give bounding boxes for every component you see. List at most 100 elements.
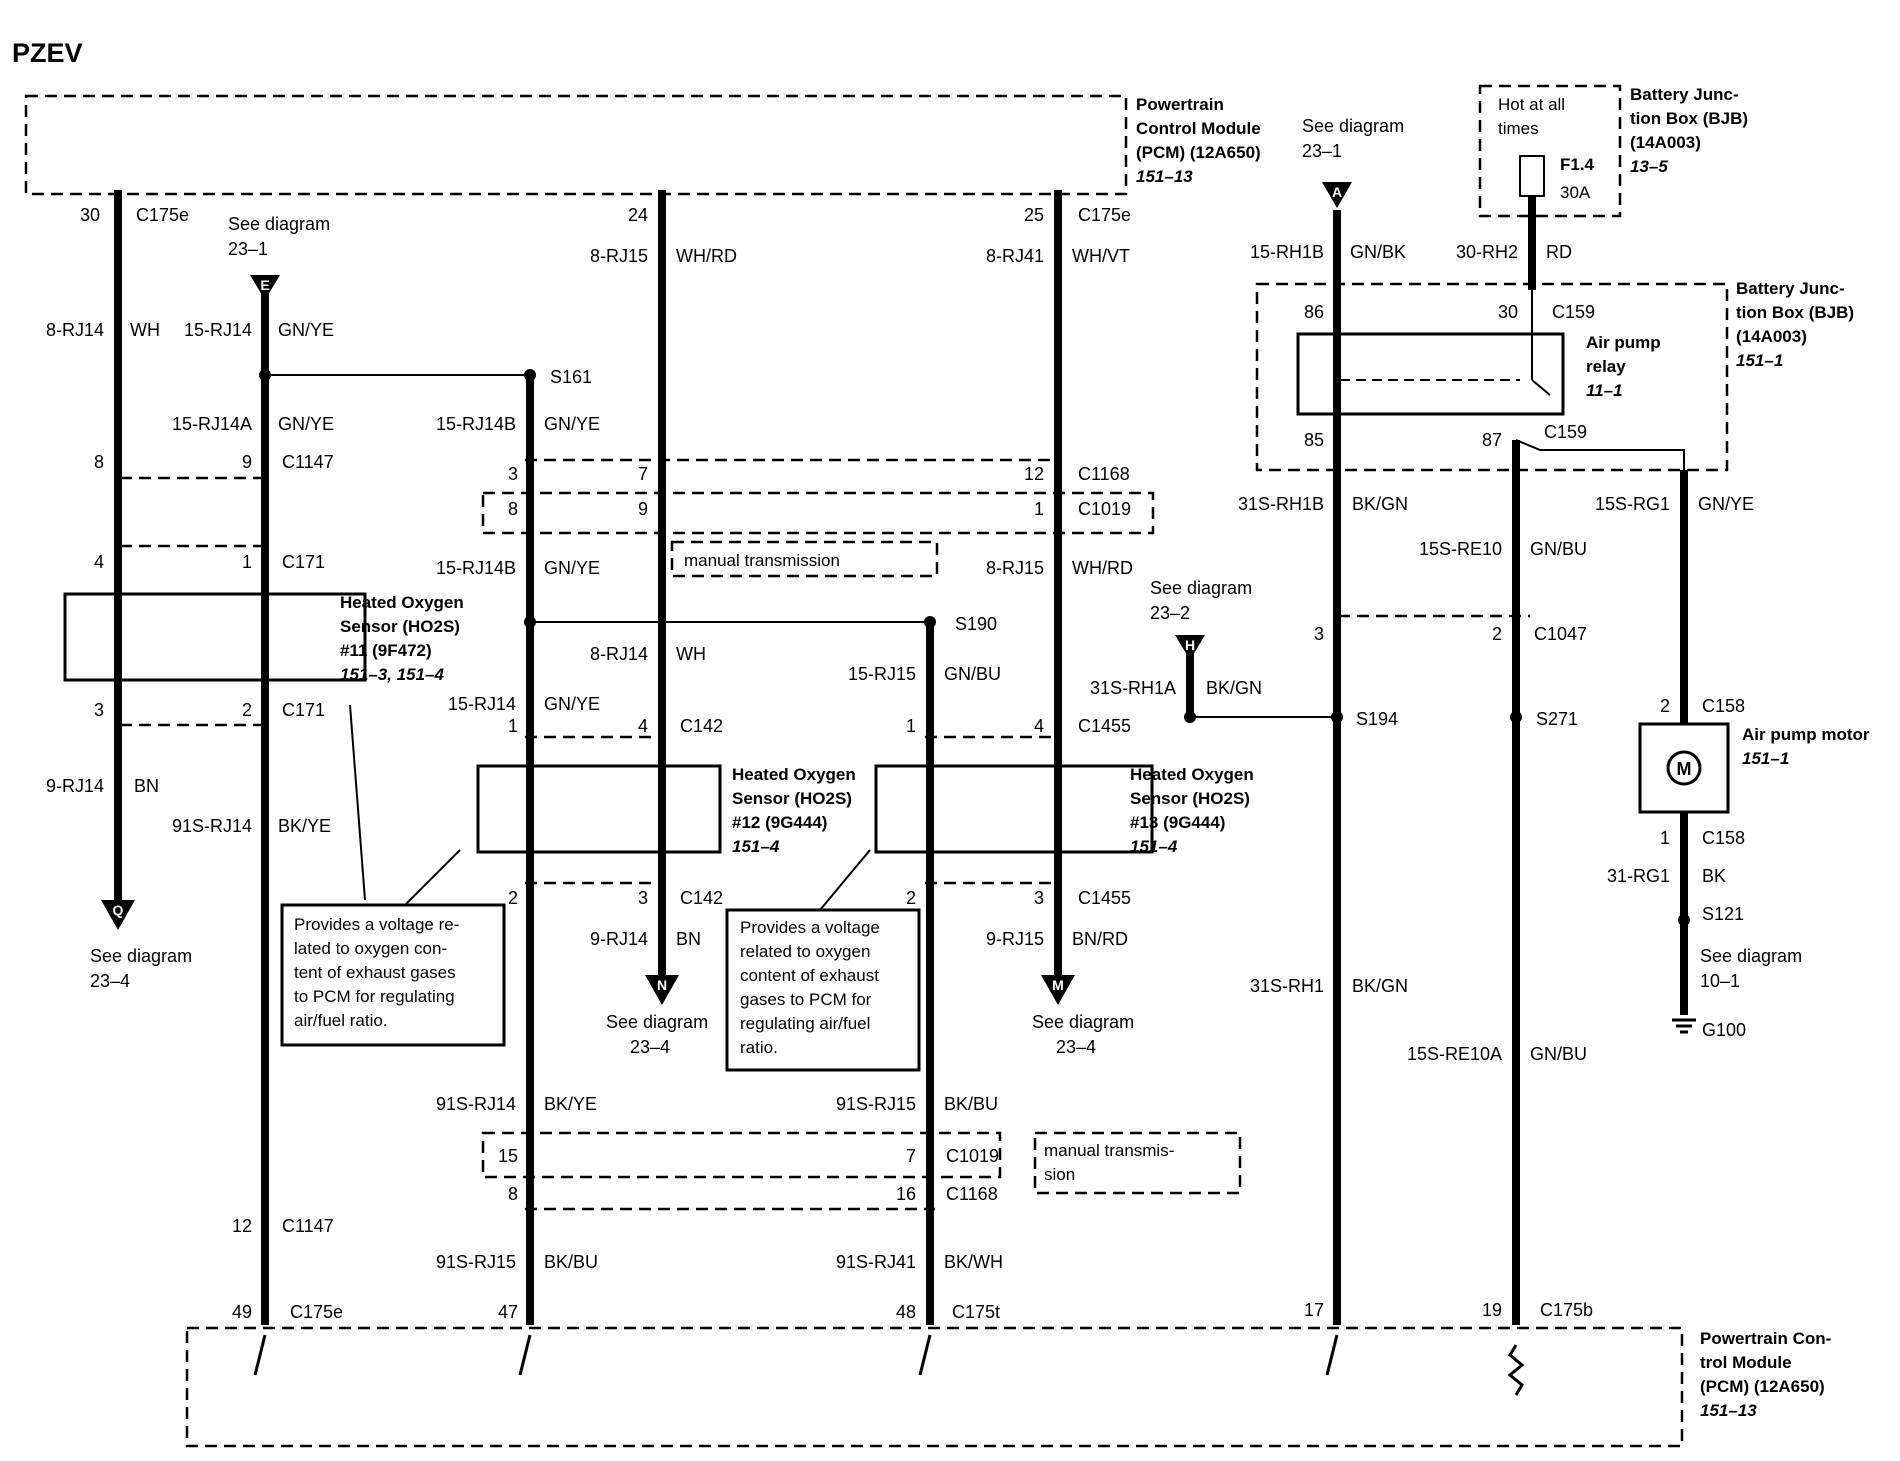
svg-text:C175b: C175b xyxy=(1540,1300,1593,1320)
svg-text:content of exhaust: content of exhaust xyxy=(740,966,879,985)
svg-text:48: 48 xyxy=(896,1302,916,1322)
svg-text:C1019: C1019 xyxy=(946,1146,999,1166)
svg-text:BK: BK xyxy=(1702,866,1726,886)
svg-text:relay: relay xyxy=(1586,357,1626,376)
flag-h-letter: H xyxy=(1185,637,1195,653)
svg-text:1: 1 xyxy=(906,716,916,736)
flag-h: H xyxy=(1175,635,1205,660)
svg-text:Control Module: Control Module xyxy=(1136,119,1261,138)
svg-text:Provides a voltage re-: Provides a voltage re- xyxy=(294,915,459,934)
svg-text:3: 3 xyxy=(94,700,104,720)
svg-text:15-RJ14: 15-RJ14 xyxy=(448,694,516,714)
svg-text:16: 16 xyxy=(896,1184,916,1204)
svg-text:151–1: 151–1 xyxy=(1736,351,1783,370)
svg-text:3: 3 xyxy=(638,888,648,908)
svg-text:GN/BU: GN/BU xyxy=(1530,539,1587,559)
svg-text:C1019: C1019 xyxy=(1078,499,1131,519)
svg-text:24: 24 xyxy=(628,205,648,225)
svg-text:BN: BN xyxy=(676,929,701,949)
svg-text:151–13: 151–13 xyxy=(1700,1401,1757,1420)
splice-dots xyxy=(259,369,1690,926)
svg-text:8: 8 xyxy=(508,499,518,519)
svg-text:F1.4: F1.4 xyxy=(1560,155,1595,174)
pcm-bottom-label: Powertrain Con- trol Module (PCM) (12A65… xyxy=(1700,1329,1831,1420)
svg-text:#13 (9G444): #13 (9G444) xyxy=(1130,813,1225,832)
pcm-bottom-box xyxy=(185,1326,1684,1448)
svg-text:(14A003): (14A003) xyxy=(1736,327,1807,346)
svg-text:Battery Junc-: Battery Junc- xyxy=(1736,279,1845,298)
svg-text:GN/YE: GN/YE xyxy=(278,320,334,340)
svg-text:Battery Junc-: Battery Junc- xyxy=(1630,85,1739,104)
svg-text:151–3, 151–4: 151–3, 151–4 xyxy=(340,665,445,684)
svg-text:C175e: C175e xyxy=(1078,205,1131,225)
air-pump-relay-box xyxy=(1296,332,1565,416)
svg-text:#12 (9G444): #12 (9G444) xyxy=(732,813,827,832)
svg-text:8-RJ14: 8-RJ14 xyxy=(590,644,648,664)
svg-text:9-RJ15: 9-RJ15 xyxy=(986,929,1044,949)
svg-text:8: 8 xyxy=(508,1184,518,1204)
bjb-relay-label: Battery Junc- tion Box (BJB) (14A003) 15… xyxy=(1736,279,1854,370)
svg-text:4: 4 xyxy=(94,552,104,572)
ho2s-12-box xyxy=(476,764,722,854)
svg-text:#11 (9F472): #11 (9F472) xyxy=(340,641,432,660)
svg-text:91S-RJ15: 91S-RJ15 xyxy=(436,1252,516,1272)
svg-text:11–1: 11–1 xyxy=(1586,381,1623,400)
svg-text:C1455: C1455 xyxy=(1078,716,1131,736)
svg-text:lated to oxygen con-: lated to oxygen con- xyxy=(294,939,447,958)
svg-text:S271: S271 xyxy=(1536,709,1578,729)
svg-text:WH/VT: WH/VT xyxy=(1072,246,1130,266)
flag-n: N xyxy=(645,975,679,1005)
svg-text:9: 9 xyxy=(242,452,252,472)
svg-text:151–4: 151–4 xyxy=(732,837,780,856)
note-right-arrow xyxy=(819,849,871,911)
svg-text:G100: G100 xyxy=(1702,1020,1746,1040)
wires xyxy=(114,170,1688,1325)
svg-text:GN/BU: GN/BU xyxy=(1530,1044,1587,1064)
svg-text:ratio.: ratio. xyxy=(740,1038,778,1057)
flag-m-letter: M xyxy=(1052,977,1064,993)
ho2s-13-box xyxy=(874,764,1154,854)
svg-text:C1455: C1455 xyxy=(1078,888,1131,908)
svg-text:85: 85 xyxy=(1304,430,1324,450)
svg-text:WH: WH xyxy=(130,320,160,340)
svg-text:9-RJ14: 9-RJ14 xyxy=(46,776,104,796)
svg-text:C1147: C1147 xyxy=(282,452,334,472)
svg-text:tion Box (BJB): tion Box (BJB) xyxy=(1630,109,1748,128)
svg-text:23–4: 23–4 xyxy=(90,971,130,991)
svg-text:30: 30 xyxy=(80,205,100,225)
svg-text:3: 3 xyxy=(508,464,518,484)
svg-text:See diagram: See diagram xyxy=(90,946,192,966)
note-right: Provides a voltage related to oxygen con… xyxy=(740,918,880,1057)
motor-icon-letter: M xyxy=(1677,759,1692,779)
ho2s-11-label: Heated Oxygen Sensor (HO2S) #11 (9F472) … xyxy=(340,593,464,684)
svg-text:8-RJ14: 8-RJ14 xyxy=(46,320,104,340)
bjb-fuse-box xyxy=(1478,84,1622,218)
svg-text:49: 49 xyxy=(232,1302,252,1322)
svg-text:1: 1 xyxy=(242,552,252,572)
motor-icon xyxy=(1666,750,1702,786)
svg-text:15: 15 xyxy=(498,1146,518,1166)
page-title: PZEV xyxy=(12,38,83,68)
note-left-arrow-2 xyxy=(404,849,461,906)
svg-text:15-RJ14B: 15-RJ14B xyxy=(436,558,516,578)
svg-text:1: 1 xyxy=(1034,499,1044,519)
flag-e: E xyxy=(250,275,280,300)
svg-text:GN/BU: GN/BU xyxy=(944,664,1001,684)
note-right-box xyxy=(725,908,921,1072)
fuse-label: F1.4 30A xyxy=(1560,155,1595,202)
pin-numbers: 30 24 25 8 9 4 1 3 2 3 7 12 8 9 1 1 4 1 … xyxy=(80,205,1670,1322)
svg-text:S121: S121 xyxy=(1702,904,1744,924)
svg-text:C175e: C175e xyxy=(290,1302,343,1322)
svg-text:GN/YE: GN/YE xyxy=(544,694,600,714)
svg-text:23–1: 23–1 xyxy=(228,239,268,259)
svg-text:C1168: C1168 xyxy=(1078,464,1130,484)
svg-text:2: 2 xyxy=(1492,624,1502,644)
svg-text:30A: 30A xyxy=(1560,183,1591,202)
svg-text:sion: sion xyxy=(1044,1165,1075,1184)
svg-text:C175t: C175t xyxy=(952,1302,1000,1322)
svg-text:air/fuel ratio.: air/fuel ratio. xyxy=(294,1011,388,1030)
svg-text:Powertrain Con-: Powertrain Con- xyxy=(1700,1329,1831,1348)
connector-labels: C175e C175e C175e C175t C175b C1147 C114… xyxy=(136,205,1745,1322)
svg-text:12: 12 xyxy=(1024,464,1044,484)
c1019-bottom-box xyxy=(481,1131,1002,1179)
